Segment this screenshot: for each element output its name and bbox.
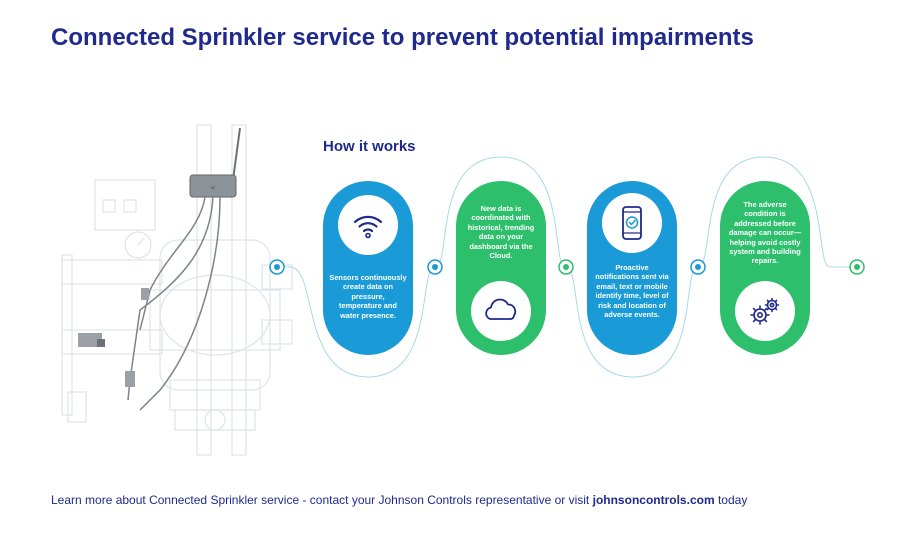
website-link[interactable]: johnsoncontrols.com — [592, 493, 715, 507]
footer-cta: Learn more about Connected Sprinkler ser… — [51, 493, 747, 507]
gears-icon — [735, 281, 795, 341]
step-description: New data is coordinated with historical,… — [467, 204, 535, 261]
node-marker — [269, 259, 285, 275]
node-marker — [558, 259, 574, 275]
svg-text:JC: JC — [211, 185, 216, 190]
step-card-sensors: Sensors continuously create data on pres… — [323, 181, 413, 355]
footer-text: Learn more about Connected Sprinkler ser… — [51, 493, 590, 507]
node-marker — [690, 259, 706, 275]
step-card-resolution: The adverse condition is addressed befor… — [720, 181, 810, 355]
section-heading: How it works — [323, 138, 416, 155]
footer-suffix: today — [717, 493, 748, 507]
step-card-notifications: Proactive notifications sent via email, … — [587, 181, 677, 355]
wifi-icon — [338, 195, 398, 255]
sensor-device: JC — [78, 127, 241, 411]
step-description: Sensors continuously create data on pres… — [329, 273, 407, 320]
step-description: Proactive notifications sent via email, … — [595, 263, 669, 320]
smartphone-check-icon — [602, 193, 662, 253]
sprinkler-valve-illustration — [61, 124, 293, 456]
node-marker — [427, 259, 443, 275]
step-description: The adverse condition is addressed befor… — [728, 200, 802, 266]
node-marker — [849, 259, 865, 275]
page-title: Connected Sprinkler service to prevent p… — [51, 24, 754, 51]
cloud-icon — [471, 281, 531, 341]
step-card-cloud: New data is coordinated with historical,… — [456, 181, 546, 355]
